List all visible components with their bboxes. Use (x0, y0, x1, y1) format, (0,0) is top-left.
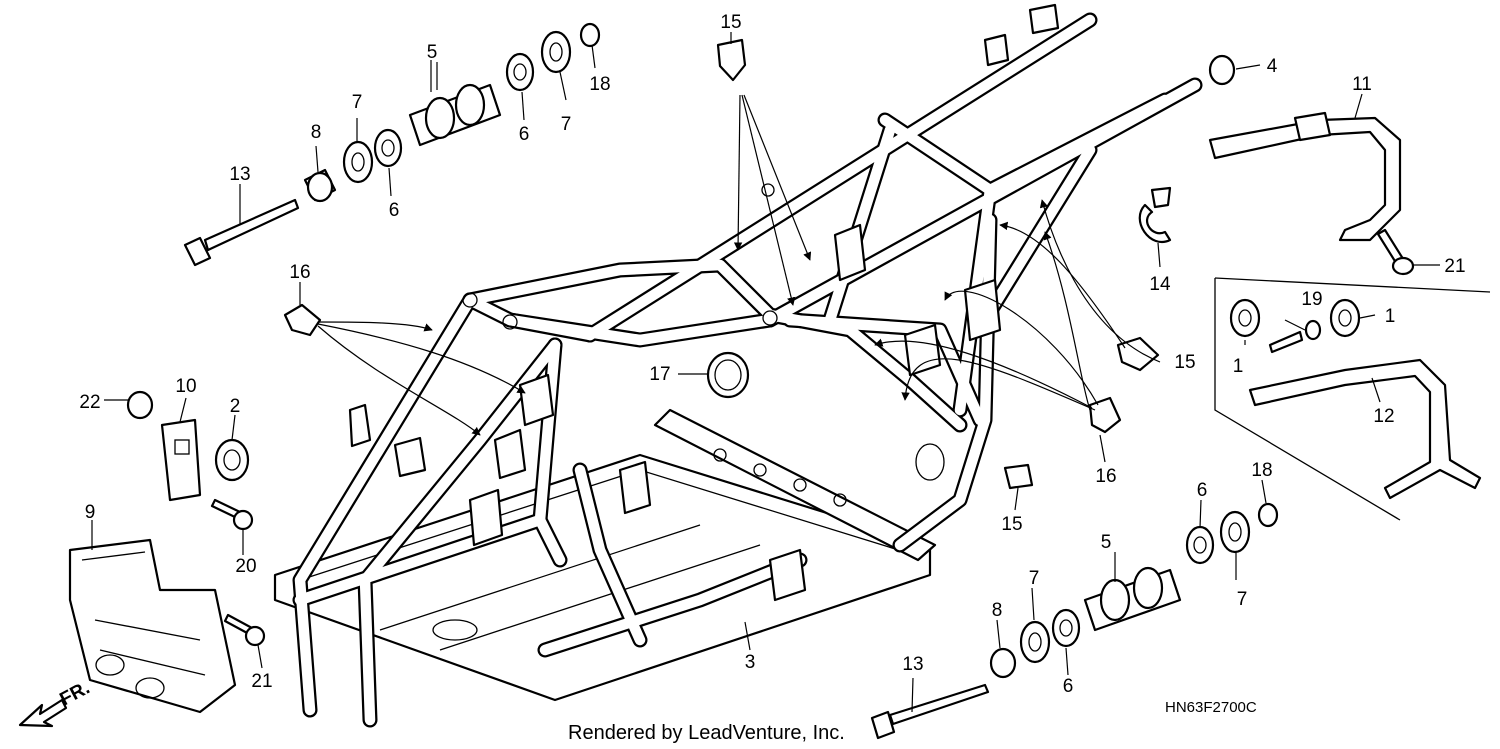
upper-pivot-assembly (183, 22, 601, 267)
callout-8: 8 (311, 122, 322, 143)
cap-nut-18-upper (579, 22, 601, 48)
dust-seal-7-lower (1019, 620, 1051, 664)
bearing-6-upper-b (505, 52, 535, 92)
clip-15-right (1116, 336, 1160, 372)
callout-14: 14 (1149, 274, 1171, 295)
bolt-20 (210, 498, 254, 531)
rear-grab-bar-12 (1248, 330, 1482, 500)
callout-7: 7 (352, 92, 363, 113)
callout-21: 21 (1444, 256, 1465, 277)
rear-grab-bar-11 (1208, 111, 1402, 242)
cap-4 (1208, 54, 1236, 86)
callout-9: 9 (85, 502, 96, 523)
bolt-21-lower (223, 613, 266, 647)
callout-6: 6 (389, 200, 400, 221)
callout-15: 15 (1174, 352, 1195, 373)
callout-15: 15 (720, 12, 741, 33)
pivot-bolt-13-upper (183, 198, 300, 267)
main-frame (273, 3, 1203, 728)
pivot-shaft-5-upper (408, 83, 502, 147)
callout-1: 1 (1385, 306, 1396, 327)
callout-6: 6 (1197, 480, 1208, 501)
dust-seal-7-upper (342, 140, 374, 184)
clip-14 (1138, 186, 1172, 244)
pivot-bolt-13-lower (870, 683, 990, 740)
clip-16-left (283, 303, 322, 337)
inset-alternate-grab-bar (1214, 277, 1491, 521)
bearing-6-lower-a (1051, 608, 1081, 648)
pivot-shaft-5-lower (1083, 566, 1182, 632)
callout-6: 6 (519, 124, 530, 145)
clip-16-right (1088, 396, 1122, 434)
callout-labels: 15 5 18 7 6 7 8 6 13 4 11 21 14 16 19 1 … (79, 12, 1465, 697)
band-17 (706, 351, 750, 399)
leader-lines (91, 32, 1440, 713)
dust-seal-7-upper-b (540, 30, 572, 74)
callout-13: 13 (902, 654, 923, 675)
callout-17: 17 (649, 364, 670, 385)
callout-16: 16 (1095, 466, 1116, 487)
footer-credit: Rendered by LeadVenture, Inc. (568, 722, 845, 744)
bearing-6-upper-a (373, 128, 403, 168)
callout-11: 11 (1352, 74, 1372, 95)
callout-18: 18 (589, 74, 610, 95)
callout-10: 10 (175, 376, 196, 397)
callout-8: 8 (992, 600, 1003, 621)
callout-16: 16 (289, 262, 310, 283)
callout-6: 6 (1063, 676, 1074, 697)
cap-nut-18-lower (1257, 502, 1279, 528)
callout-12: 12 (1373, 406, 1394, 427)
callout-15: 15 (1001, 514, 1022, 535)
callout-19: 19 (1301, 289, 1322, 310)
callout-21: 21 (251, 671, 272, 692)
cap-nut-22 (126, 390, 154, 420)
grommet-1-right (1329, 298, 1361, 338)
callout-5: 5 (1101, 532, 1112, 553)
lower-pivot-assembly (870, 502, 1279, 740)
callout-7: 7 (561, 114, 572, 135)
callout-5: 5 (427, 42, 438, 63)
collar-8-upper (303, 168, 337, 203)
clip-15-top (716, 38, 747, 82)
washer-19 (1304, 319, 1322, 341)
front-direction-arrow: FR. (18, 678, 93, 728)
callout-1: 1 (1233, 356, 1244, 377)
callout-7: 7 (1029, 568, 1040, 589)
callout-20: 20 (235, 556, 256, 577)
callout-2: 2 (230, 396, 241, 417)
collar-8-lower (989, 647, 1017, 679)
callout-22: 22 (79, 392, 100, 413)
grommet-1-left (1229, 298, 1261, 338)
bearing-6-lower-b (1185, 525, 1215, 565)
callout-13: 13 (229, 164, 250, 185)
bolt-21-upper (1376, 228, 1415, 276)
bracket-10 (160, 418, 202, 502)
dust-seal-7-lower-b (1219, 510, 1251, 554)
grommet-2 (214, 438, 250, 482)
callout-18: 18 (1251, 460, 1272, 481)
clip-15-bottom (1003, 463, 1034, 490)
diagram-code: HN63F2700C (1165, 699, 1257, 716)
callout-4: 4 (1267, 56, 1278, 77)
callout-7: 7 (1237, 589, 1248, 610)
callout-3: 3 (745, 652, 756, 673)
front-guard-9 (68, 538, 237, 714)
